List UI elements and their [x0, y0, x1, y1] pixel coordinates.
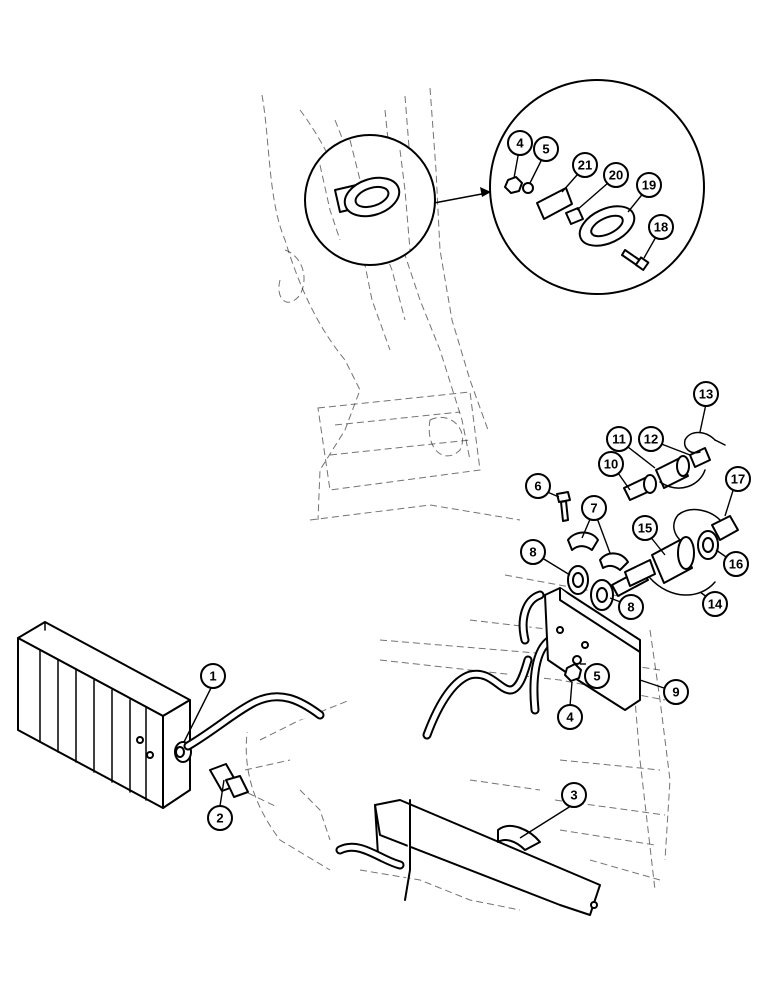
callout-20: 20 [603, 162, 629, 188]
callout-19: 19 [636, 172, 662, 198]
washer-part [522, 182, 534, 194]
bolt-six [556, 491, 571, 503]
svg-text:11: 11 [612, 432, 626, 447]
svg-text:17: 17 [731, 472, 745, 487]
callout-8-lower: 8 [618, 594, 644, 620]
svg-text:5: 5 [593, 669, 600, 684]
svg-text:21: 21 [578, 158, 592, 173]
callout-21: 21 [572, 152, 598, 178]
heater-core [17, 621, 192, 809]
svg-text:8: 8 [529, 545, 536, 560]
callout-18: 18 [648, 214, 674, 240]
svg-text:9: 9 [672, 685, 679, 700]
svg-text:18: 18 [654, 220, 668, 235]
callout-15: 15 [632, 515, 658, 541]
source-circle-ghost [319, 139, 411, 251]
spacer-part [565, 207, 584, 225]
valve-cluster [556, 431, 739, 611]
callout-6: 6 [525, 473, 551, 499]
callout-16: 16 [723, 551, 749, 577]
svg-text:10: 10 [604, 457, 618, 472]
svg-text:3: 3 [570, 788, 577, 803]
callout-17: 17 [725, 466, 751, 492]
valve-plate [544, 587, 641, 711]
callout-11: 11 [606, 426, 632, 452]
svg-text:12: 12 [644, 432, 658, 447]
callout-7: 7 [581, 495, 607, 521]
svg-text:19: 19 [642, 178, 656, 193]
svg-text:15: 15 [638, 521, 652, 536]
callout-12: 12 [638, 426, 664, 452]
callout-4-detail: 4 [507, 130, 533, 156]
svg-text:4: 4 [566, 710, 574, 725]
svg-text:7: 7 [590, 501, 597, 516]
svg-text:8: 8 [627, 600, 634, 615]
svg-text:13: 13 [699, 387, 713, 402]
svg-text:2: 2 [216, 811, 223, 826]
callout-1: 1 [200, 663, 226, 689]
svg-text:20: 20 [609, 168, 623, 183]
callout-5-detail: 5 [533, 136, 559, 162]
svg-text:1: 1 [209, 669, 216, 684]
nut-part [504, 176, 523, 194]
callout-9: 9 [663, 679, 689, 705]
connecting-hoses [422, 590, 555, 740]
plate-part [536, 187, 573, 220]
svg-text:4: 4 [516, 136, 524, 151]
callout-10: 10 [598, 451, 624, 477]
callout-5-lower: 5 [584, 663, 610, 689]
callout-2: 2 [207, 805, 233, 831]
svg-text:6: 6 [534, 479, 541, 494]
svg-text:5: 5 [542, 142, 549, 157]
lower-bracket [335, 799, 601, 916]
svg-text:16: 16 [729, 557, 743, 572]
detail-parts [504, 176, 650, 271]
callout-4-lower: 4 [557, 704, 583, 730]
callout-14: 14 [702, 591, 728, 617]
adapter-fitting [209, 763, 276, 807]
callout-8-upper: 8 [520, 539, 546, 565]
svg-text:14: 14 [708, 597, 723, 612]
heater-hose [183, 692, 325, 751]
callout-3: 3 [561, 782, 587, 808]
callout-13: 13 [693, 381, 719, 407]
seal-bracket-small [334, 176, 401, 218]
